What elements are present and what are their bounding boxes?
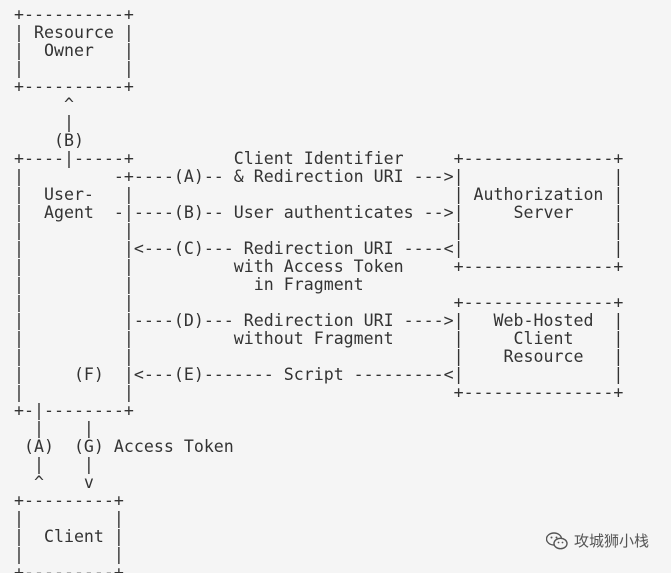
diagram-line: | User- | | Authorization |: [14, 185, 624, 204]
diagram-line: | Agent -|----(B)-- User authenticates -…: [14, 203, 624, 222]
diagram-line: | |: [14, 59, 134, 78]
diagram-line: | Client |: [14, 527, 124, 546]
diagram-line: +-|--------+: [14, 401, 134, 420]
diagram-line: | -+----(A)-- & Redirection URI --->| |: [14, 167, 624, 186]
diagram-line: +----------+: [14, 77, 134, 96]
diagram-line: (B): [14, 131, 84, 150]
diagram-line: | |<---(C)--- Redirection URI ----<| |: [14, 239, 624, 258]
diagram-line: +----|-----+ Client Identifier +--------…: [14, 149, 624, 168]
diagram-line: | |: [14, 545, 124, 564]
diagram-line: | |----(D)--- Redirection URI ---->| Web…: [14, 311, 624, 330]
watermark: 攻城狮小栈: [545, 530, 649, 551]
diagram-line: | | | |: [14, 221, 624, 240]
diagram-line: | Owner |: [14, 41, 134, 60]
diagram-line: | Resource |: [14, 23, 134, 42]
watermark-text: 攻城狮小栈: [573, 532, 649, 550]
diagram-line: | | without Fragment | Client |: [14, 329, 624, 348]
wechat-icon: [545, 531, 568, 550]
diagram-line: +---------+: [14, 491, 124, 510]
diagram-line: | | with Access Token +---------------+: [14, 257, 624, 276]
diagram-line: | |: [14, 419, 94, 438]
diagram-line: +---------+: [14, 563, 124, 573]
diagram-line: (A) (G) Access Token: [14, 437, 234, 456]
diagram-line: |: [14, 113, 74, 132]
diagram-line: | (F) |<---(E)------- Script ---------<|…: [14, 365, 624, 384]
diagram-line: | | +---------------+: [14, 383, 624, 402]
oauth-implicit-flow-diagram: +----------+ | Resource | | Owner | | | …: [14, 6, 623, 573]
diagram-line: | |: [14, 509, 124, 528]
diagram-line: ^: [14, 95, 74, 114]
diagram-line: ^ v: [14, 473, 94, 492]
diagram-line: | | in Fragment: [14, 275, 364, 294]
diagram-line: | | +---------------+: [14, 293, 624, 312]
diagram-line: | |: [14, 455, 94, 474]
diagram-line: | | | Resource |: [14, 347, 624, 366]
diagram-line: +----------+: [14, 5, 134, 24]
